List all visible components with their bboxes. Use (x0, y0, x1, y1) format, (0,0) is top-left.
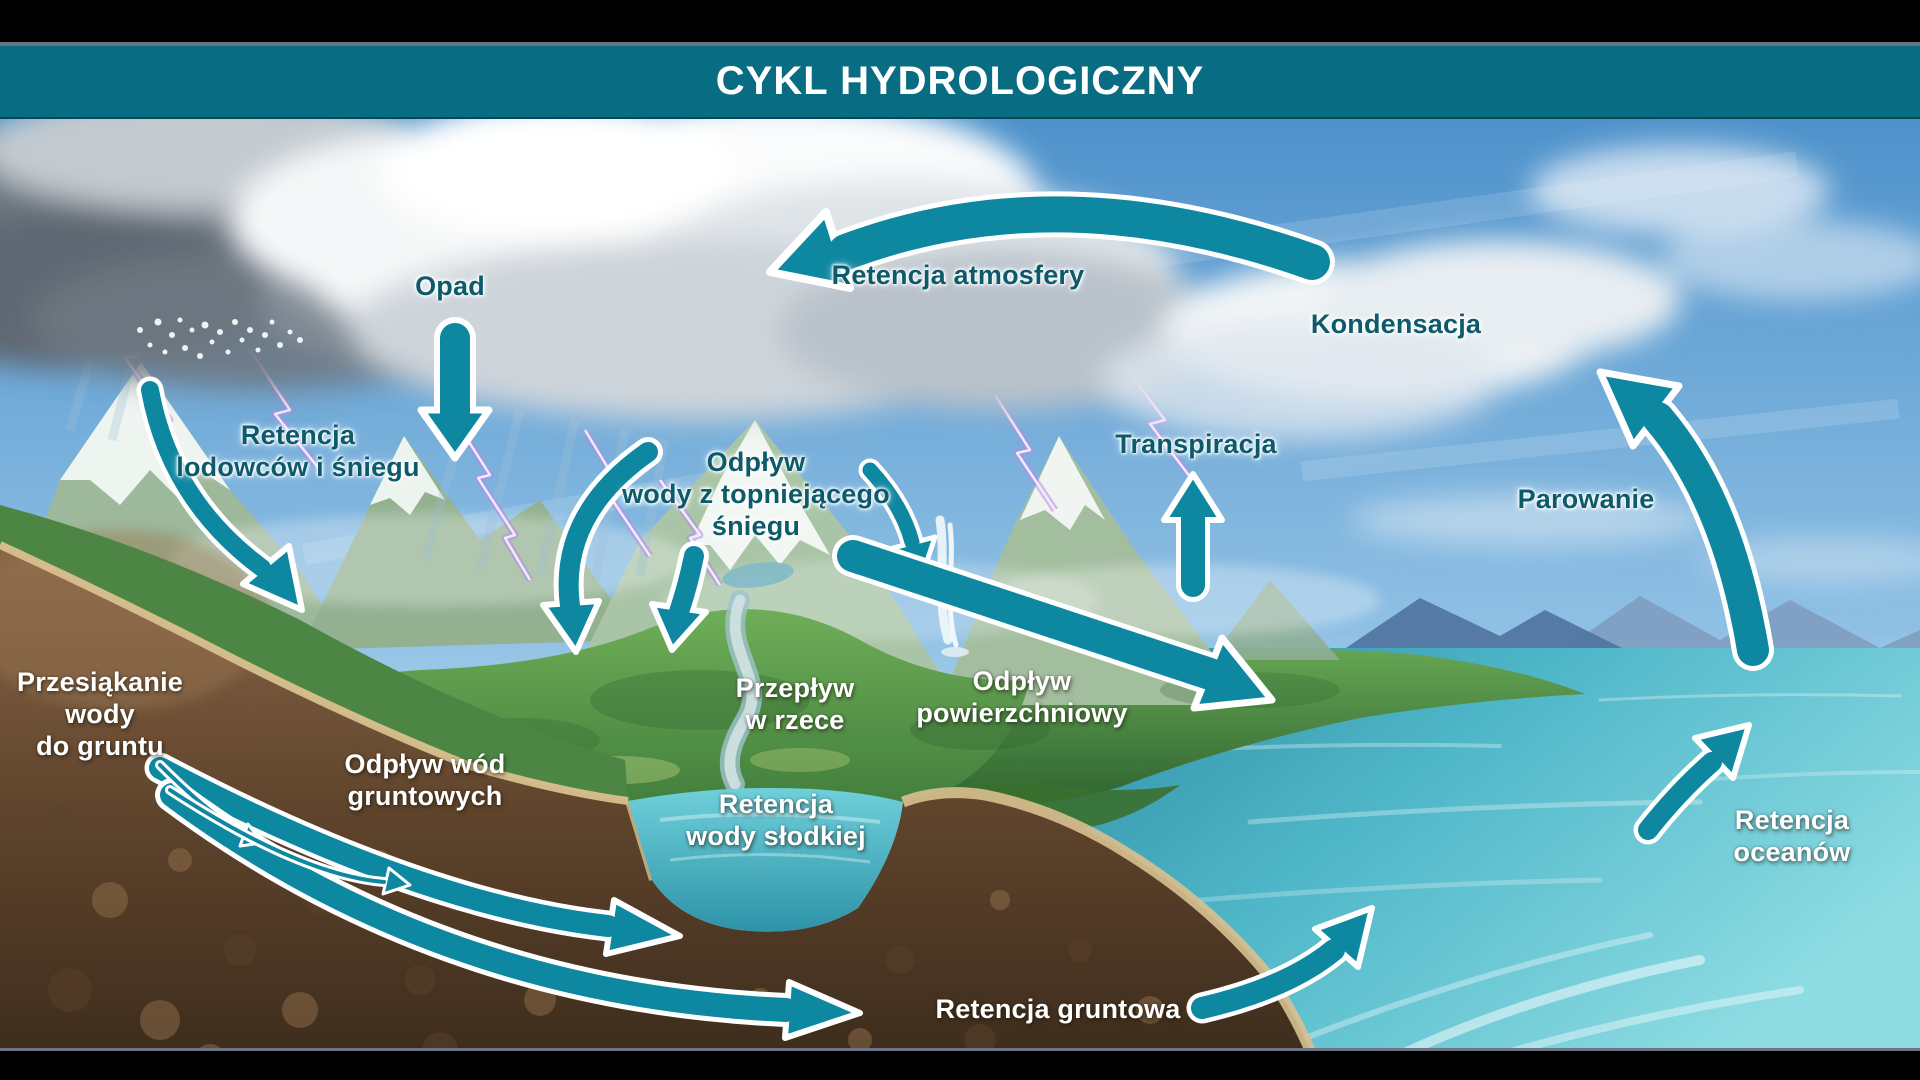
arrow-retencja-gruntowa-icon (1186, 905, 1375, 1024)
label-odplyw-wod-gruntowych: Odpływ wód gruntowych (344, 749, 506, 811)
label-parowanie: Parowanie (1517, 484, 1655, 515)
lake (628, 788, 903, 932)
top-letterbox-bar (0, 0, 1920, 42)
label-odplyw-powierzchniowy: Odpływ powierzchniowy (916, 666, 1128, 728)
label-przeplyw-w-rzece: Przepływ w rzece (735, 673, 855, 735)
arrow-retencja-lodowcow-icon (136, 376, 305, 613)
arrow-opad-icon (417, 317, 493, 462)
arrow-przeplyw-w-rzece-icon (649, 541, 709, 653)
title-banner: CYKL HYDROLOGICZNY (0, 46, 1920, 119)
label-retencja-lodowcow: Retencja lodowców i śniegu (176, 420, 420, 482)
distant-mountains (1340, 596, 1920, 655)
label-opad: Opad (415, 271, 485, 302)
cycle-arrows (136, 191, 1774, 1041)
bottom-letterbox-bar (0, 1051, 1920, 1080)
label-przesiakanie: Przesiąkanie wody do gruntu (16, 667, 184, 761)
label-retencja-oceanow: Retencja oceanów (1733, 805, 1851, 867)
arrow-groundwater-upper-icon (144, 752, 683, 957)
cumulus-cloud (230, 117, 1220, 420)
arrow-odplyw-topniejacego-icon (540, 437, 663, 655)
arrow-transpiracja-icon (1161, 471, 1225, 602)
mountain-lakelet (722, 562, 794, 588)
bottom-divider-line (0, 1048, 1920, 1051)
arrow-parowanie-icon (1596, 368, 1774, 671)
arrow-przesiakanie-small-2-icon (165, 785, 412, 896)
arrow-retencja-atmosfery-icon (766, 191, 1335, 292)
top-divider-line (0, 42, 1920, 46)
label-kondensacja: Kondensacja (1310, 309, 1482, 340)
label-retencja-wody-slodkiej: Retencja wody słodkiej (686, 789, 866, 851)
arrow-groundwater-lower-icon (155, 778, 863, 1041)
river (719, 590, 763, 794)
grass-edge (0, 505, 628, 801)
soil-cross-section (0, 545, 1310, 1048)
right-clouds (1100, 145, 1920, 582)
page-title: CYKL HYDROLOGICZNY (715, 59, 1205, 103)
label-retencja-atmosfery: Retencja atmosfery (831, 260, 1085, 291)
rain-streaks (65, 358, 670, 581)
arrow-retencja-oceanow-icon (1633, 722, 1752, 845)
label-odplyw-topniejacego: Odpływ wody z topniejącego śniegu (622, 447, 890, 541)
label-transpiracja: Transpiracja (1115, 429, 1277, 460)
snow-speckles (137, 317, 303, 359)
arrow-odplyw-powierzchniowy-icon (832, 535, 1276, 712)
label-retencja-gruntowa: Retencja gruntowa (935, 994, 1181, 1025)
ocean (1038, 648, 1920, 1048)
